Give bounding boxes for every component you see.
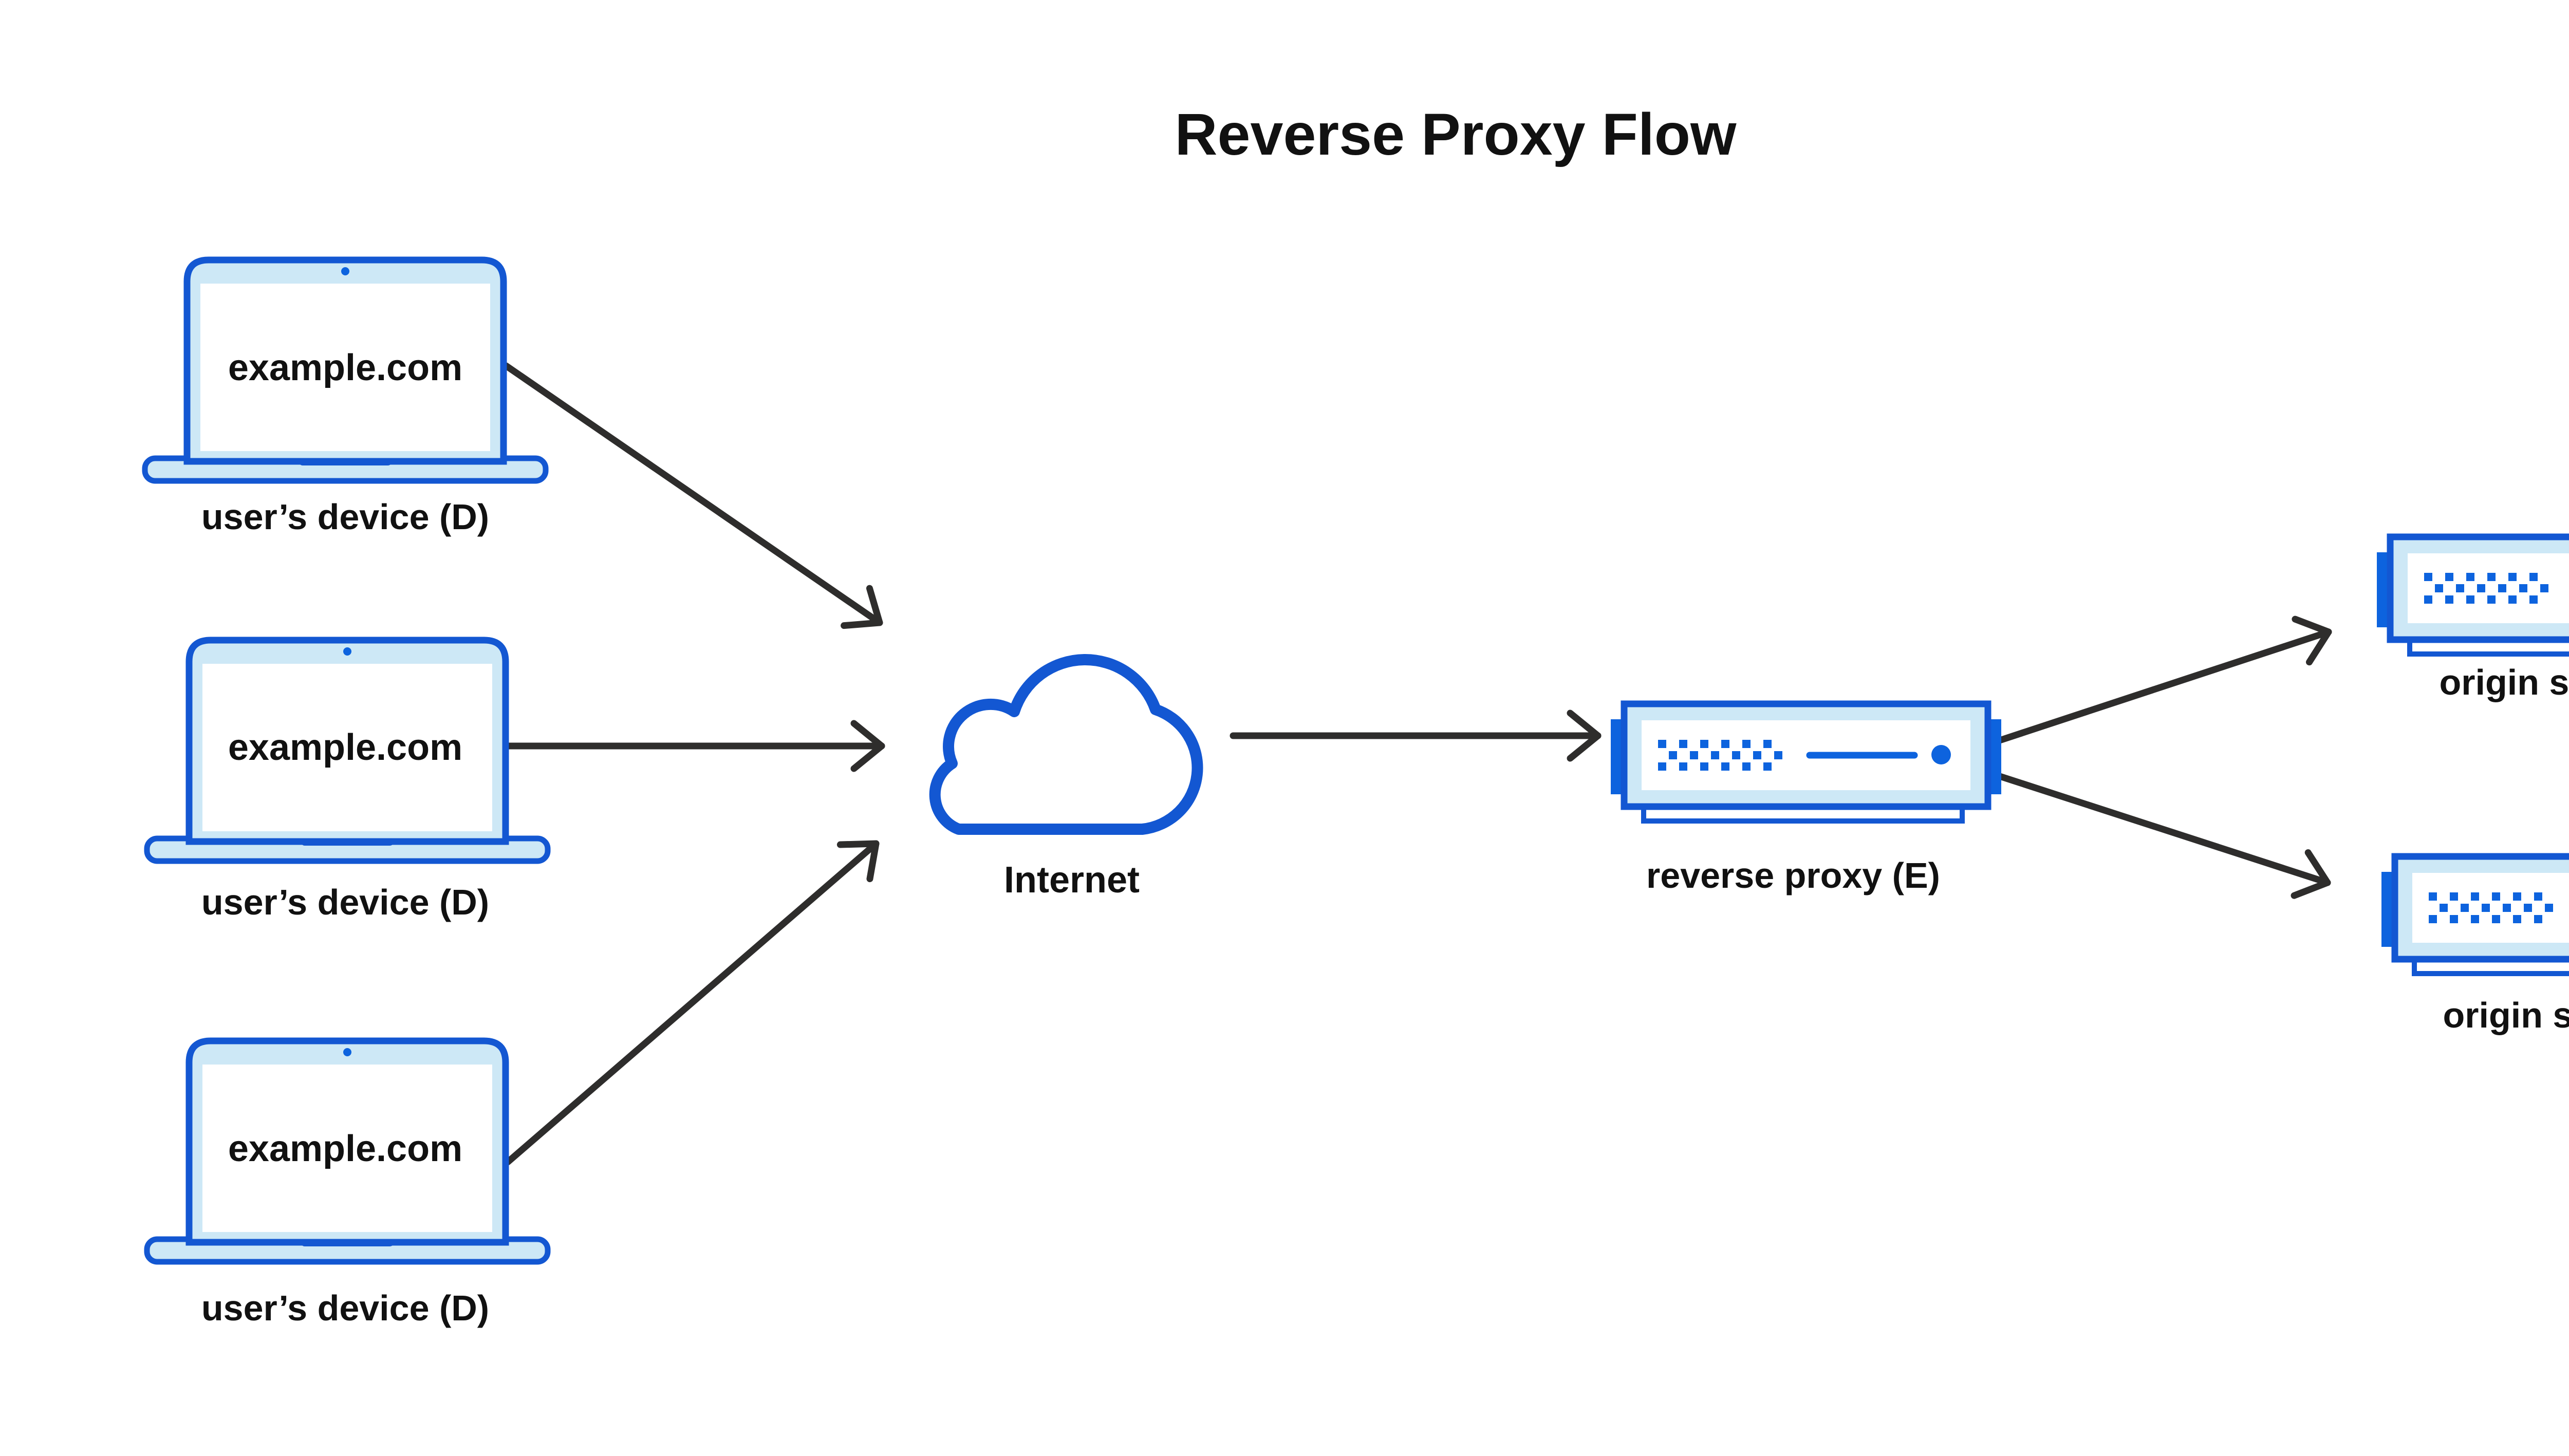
node-user-device-2: example.com user’s device (D)	[147, 640, 548, 922]
arrow-proxy-to-origin1	[1990, 615, 2332, 746]
node-origin-server-2: origin server (F)	[2381, 856, 2569, 1035]
device-screen-text: example.com	[228, 727, 462, 768]
node-internet: Internet	[929, 654, 1203, 901]
node-reverse-proxy: reverse proxy (E)	[1611, 704, 2001, 895]
arrow-proxy-to-origin2	[1990, 771, 2331, 899]
server-icon	[1611, 704, 2001, 821]
server-icon	[2377, 537, 2569, 654]
cloud-icon	[929, 654, 1203, 835]
node-origin-server-1: origin server (F)	[2377, 537, 2569, 702]
device-label: user’s device (D)	[201, 497, 489, 537]
server-icon	[2381, 856, 2569, 974]
arrow-device3-to-internet	[504, 840, 880, 1166]
device-label: user’s device (D)	[201, 882, 489, 922]
reverse-proxy-label: reverse proxy (E)	[1646, 855, 1940, 895]
internet-label: Internet	[1004, 860, 1140, 901]
device-label: user’s device (D)	[201, 1288, 489, 1328]
diagram-title: Reverse Proxy Flow	[1175, 102, 1737, 167]
arrow-device1-to-internet	[502, 362, 883, 629]
origin-server-label: origin server (F)	[2440, 662, 2569, 702]
origin-server-label: origin server (F)	[2443, 995, 2569, 1035]
node-user-device-3: example.com user’s device (D)	[147, 1041, 548, 1328]
node-user-device-1: example.com user’s device (D)	[145, 260, 546, 537]
connection-arrows	[502, 362, 2332, 1166]
device-screen-text: example.com	[228, 1128, 462, 1169]
device-screen-text: example.com	[228, 347, 462, 388]
